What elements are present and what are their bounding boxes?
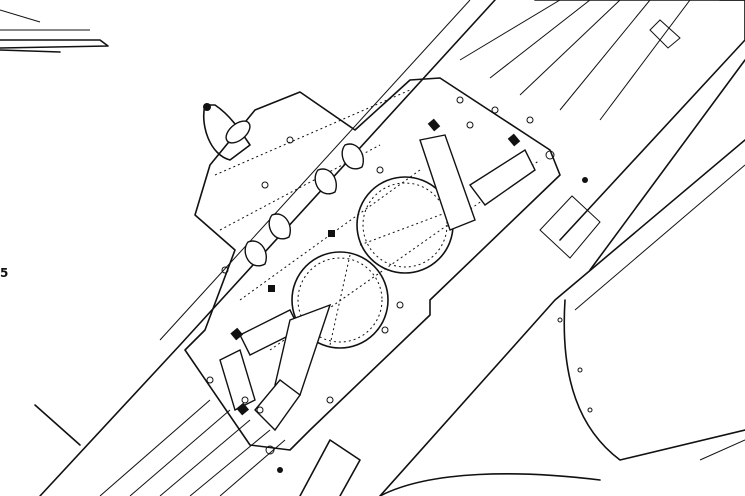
wing-outline: [39, 0, 745, 496]
teardrop-fittings: [244, 143, 364, 267]
fuselage-fairing: [379, 299, 745, 496]
partial-float-drawing: [0, 9, 109, 53]
struts: [219, 134, 536, 432]
lower-wing-ribs: [34, 399, 361, 496]
black-fittings: [230, 118, 588, 473]
upper-wing-ribs: [459, 0, 745, 271]
edge-callout-number: 5: [0, 266, 9, 280]
fuel-tanks: [291, 176, 454, 349]
hatch-cover: [203, 103, 251, 161]
rivet-holes: [206, 96, 593, 455]
